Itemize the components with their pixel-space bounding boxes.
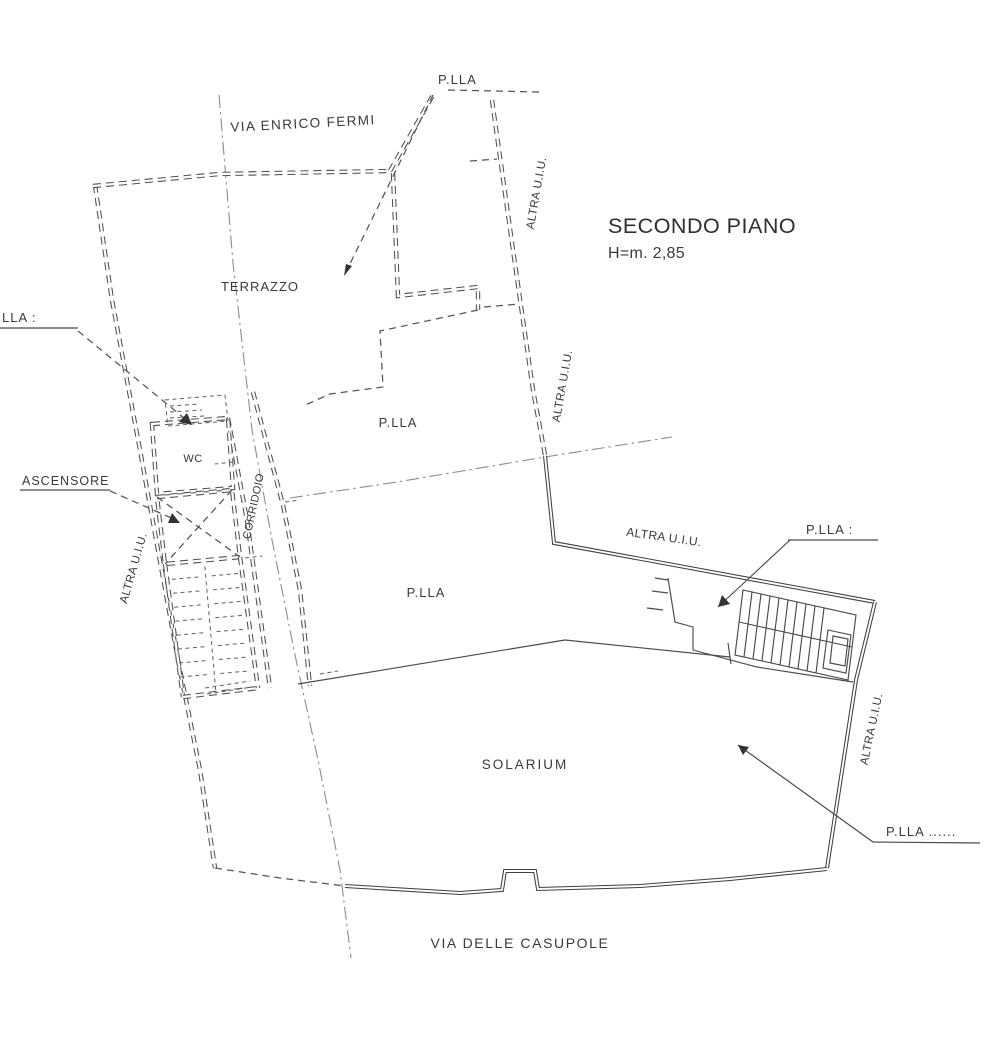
label-corridoio: CORRIDOIO (241, 472, 267, 540)
label-parcel-top: P.LLA (438, 72, 477, 87)
labels: P.LLA VIA ENRICO FERMI SECONDO PIANO H=m… (2, 72, 956, 951)
dashed-details (77, 89, 541, 887)
parcel-boundaries (92, 93, 548, 869)
label-altra-uiu-bottom: ALTRA U.I.U. (859, 692, 886, 766)
label-altra-uiu-left: ALTRA U.I.U. (118, 532, 150, 605)
label-parcel-room-lower: P.LLA (407, 585, 446, 600)
arrow-right-unit (718, 595, 730, 607)
label-parcel-left: LLA : (2, 310, 37, 325)
label-parcel-bottom: P.LLA ...... (886, 824, 956, 839)
arrow-terrazzo (344, 264, 352, 276)
property-centerlines (218, 94, 673, 959)
label-height-note: H=m. 2,85 (608, 245, 685, 262)
label-street-top: VIA ENRICO FERMI (230, 112, 376, 135)
label-solarium: SOLARIUM (482, 757, 569, 772)
label-title: SECONDO PIANO (608, 214, 796, 238)
label-altra-uiu-right: ALTRA U.I.U. (625, 525, 702, 549)
solid-walls (344, 455, 877, 896)
arrow-wc (179, 413, 192, 425)
core-block-walls (149, 391, 313, 700)
arrow-solarium (738, 745, 749, 755)
arrow-ascensore (168, 513, 180, 523)
label-parcel-room-upper: P.LLA (379, 415, 418, 430)
right-stair-unit (297, 577, 857, 685)
label-altra-uiu-mid: ALTRA U.I.U. (551, 349, 575, 423)
label-street-bottom: VIA DELLE CASUPOLE (431, 935, 610, 951)
label-parcel-right: P.LLA : (806, 522, 853, 537)
leader-lines (0, 264, 981, 844)
left-staircase (171, 566, 251, 690)
label-altra-uiu-top: ALTRA U.I.U. (525, 156, 549, 230)
label-terrazzo: TERRAZZO (221, 279, 299, 294)
label-ascensore: ASCENSORE (22, 474, 110, 488)
label-wc: WC (183, 453, 202, 465)
